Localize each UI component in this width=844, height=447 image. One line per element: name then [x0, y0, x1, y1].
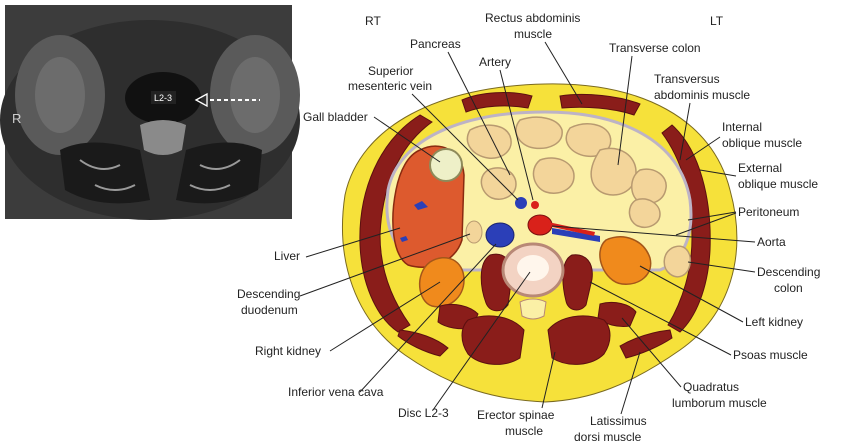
label-superior-mesenteric-vein-2: mesenteric vein — [348, 79, 432, 93]
label-psoas: Psoas muscle — [733, 348, 808, 362]
orientation-left: LT — [710, 14, 724, 28]
bowel-loop — [629, 199, 660, 227]
descending-duodenum — [466, 221, 482, 243]
label-inferior-vena-cava: Inferior vena cava — [288, 385, 384, 399]
mri-level-label: L2-3 — [154, 93, 172, 103]
label-aorta: Aorta — [757, 235, 786, 249]
label-external-oblique: External — [738, 161, 782, 175]
label-disc: Disc L2-3 — [398, 406, 449, 420]
orientation-right: RT — [365, 14, 381, 28]
label-erector-spinae-2: muscle — [505, 424, 543, 438]
label-rectus-abdominis: Rectus abdominis — [485, 11, 580, 25]
label-artery: Artery — [479, 55, 511, 69]
label-transversus-abdominis: Transversus — [654, 72, 720, 86]
mri-inset: L2-3 R — [0, 5, 300, 220]
label-liver: Liver — [274, 249, 300, 263]
transverse-colon — [591, 148, 636, 195]
mri-inner-right — [230, 57, 280, 133]
mri-inner-left — [35, 57, 85, 133]
label-pancreas: Pancreas — [410, 37, 461, 51]
label-descending-duodenum: Descending — [237, 287, 300, 301]
descending-colon — [664, 246, 690, 277]
label-descending-colon: Descending — [757, 265, 820, 279]
cross-section — [343, 84, 737, 402]
label-external-oblique-2: oblique muscle — [738, 177, 818, 191]
nucleus-pulposus — [517, 255, 549, 281]
label-gall-bladder: Gall bladder — [303, 110, 368, 124]
label-quadratus-lumborum-2: lumborum muscle — [672, 396, 767, 410]
label-right-kidney: Right kidney — [255, 344, 321, 358]
mri-side-label: R — [12, 111, 21, 126]
inferior-vena-cava — [486, 223, 514, 247]
bowel-loop — [516, 117, 562, 148]
superior-mesenteric-artery — [531, 201, 539, 209]
bowel-loop — [632, 169, 666, 203]
bowel-loop — [481, 168, 516, 199]
mri-paraspinal-left — [60, 143, 150, 204]
label-descending-colon-2: colon — [774, 281, 803, 295]
label-latissimus-dorsi: Latissimus — [590, 414, 647, 428]
label-transverse-colon: Transverse colon — [609, 41, 701, 55]
label-superior-mesenteric-vein: Superior — [368, 64, 413, 78]
label-internal-oblique-2: oblique muscle — [722, 136, 802, 150]
mri-spinal-canal — [140, 120, 186, 155]
mri-paraspinal-right — [176, 143, 262, 204]
bowel-loop — [533, 158, 574, 193]
erector-spinae-left — [548, 316, 610, 364]
gall-bladder — [430, 149, 462, 181]
label-rectus-abdominis-2: muscle — [514, 27, 552, 41]
label-internal-oblique: Internal — [722, 120, 762, 134]
erector-spinae-right — [462, 316, 524, 364]
spinal-canal — [520, 299, 546, 319]
label-latissimus-dorsi-2: dorsi muscle — [574, 430, 642, 444]
label-peritoneum: Peritoneum — [738, 205, 799, 219]
label-quadratus-lumborum: Quadratus — [683, 380, 739, 394]
label-descending-duodenum-2: duodenum — [241, 303, 298, 317]
label-transversus-abdominis-2: abdominis muscle — [654, 88, 750, 102]
label-left-kidney: Left kidney — [745, 315, 803, 329]
label-erector-spinae: Erector spinae — [477, 408, 555, 422]
